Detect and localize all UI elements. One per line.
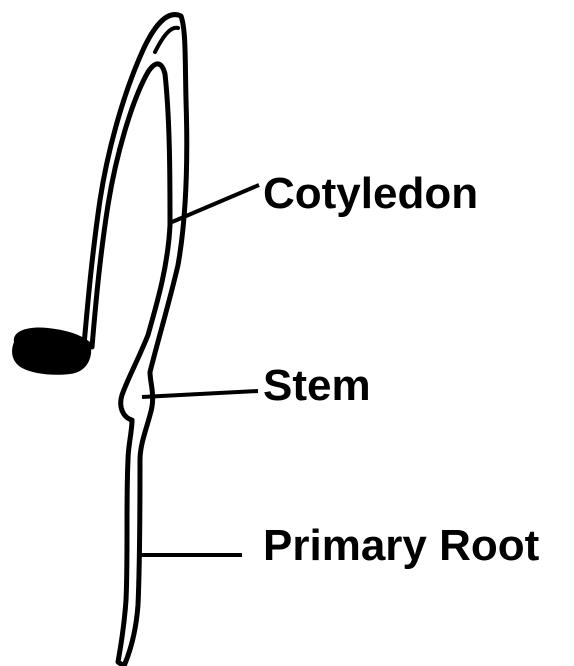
- stem-label: Stem: [263, 364, 371, 408]
- leader-line-stem: [142, 391, 258, 397]
- primary-root-label: Primary Root: [263, 524, 539, 568]
- seedling-outer-contour: [84, 15, 187, 666]
- cotyledon-label: Cotyledon: [263, 172, 478, 216]
- seedling-inner-contour: [155, 28, 178, 52]
- seedling-outline: [84, 15, 187, 666]
- seed: [12, 328, 91, 375]
